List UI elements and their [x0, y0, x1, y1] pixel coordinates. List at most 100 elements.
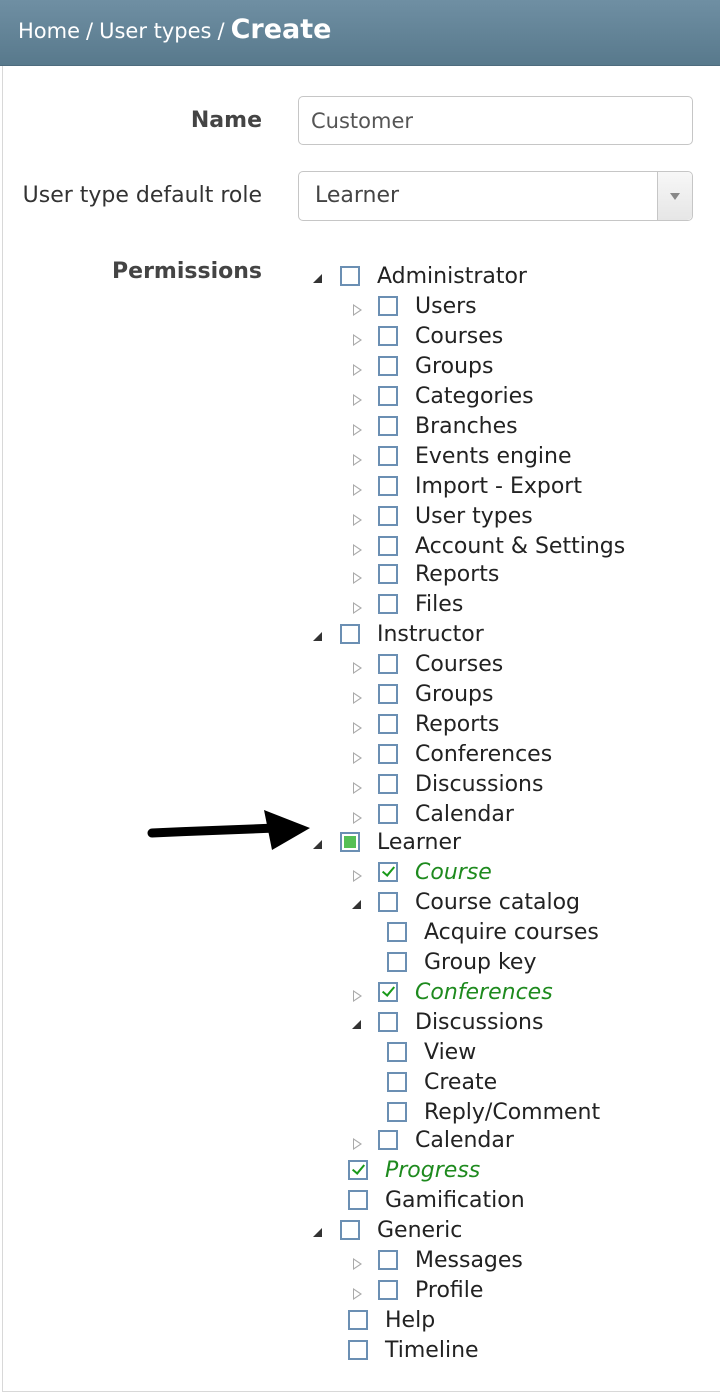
tree-collapsed-toggle-icon[interactable] — [353, 990, 362, 1002]
checkbox-admin-groups[interactable] — [378, 356, 398, 376]
tree-collapsed-toggle-icon[interactable] — [353, 662, 362, 674]
default-role-select[interactable]: Learner — [298, 171, 693, 221]
tree-label-instr-conferences[interactable]: Conferences — [415, 742, 553, 767]
checkbox-instr-conferences[interactable] — [378, 744, 398, 764]
tree-collapsed-toggle-icon[interactable] — [353, 394, 362, 406]
checkbox-instr-groups[interactable] — [378, 684, 398, 704]
checkbox-generic[interactable] — [340, 1220, 360, 1240]
tree-label-learner-discussions[interactable]: Discussions — [415, 1010, 544, 1035]
tree-expanded-toggle-icon[interactable] — [352, 900, 361, 909]
tree-expanded-toggle-icon[interactable] — [313, 632, 322, 641]
tree-label-learner-course-catalog[interactable]: Course catalog — [415, 890, 581, 915]
checkbox-learner-discussions[interactable] — [378, 1012, 398, 1032]
tree-collapsed-toggle-icon[interactable] — [353, 424, 362, 436]
name-input[interactable] — [298, 96, 693, 145]
checkbox-generic-help[interactable] — [348, 1310, 368, 1330]
tree-label-instr-discussions[interactable]: Discussions — [415, 772, 544, 797]
tree-label-instr-groups[interactable]: Groups — [415, 682, 494, 707]
tree-collapsed-toggle-icon[interactable] — [353, 364, 362, 376]
tree-collapsed-toggle-icon[interactable] — [353, 514, 362, 526]
tree-collapsed-toggle-icon[interactable] — [353, 454, 362, 466]
tree-label-learner-conferences[interactable]: Conferences — [415, 980, 553, 1005]
tree-label-admin-import-export[interactable]: Import - Export — [415, 474, 582, 499]
tree-label-admin-categories[interactable]: Categories — [415, 384, 534, 409]
checkbox-admin-user-types[interactable] — [378, 506, 398, 526]
tree-expanded-toggle-icon[interactable] — [313, 274, 322, 283]
checkbox-admin-categories[interactable] — [378, 386, 398, 406]
tree-label-generic-timeline[interactable]: Timeline — [385, 1338, 479, 1363]
tree-collapsed-toggle-icon[interactable] — [353, 602, 362, 614]
checkbox-generic-messages[interactable] — [378, 1250, 398, 1270]
tree-label-learner-view[interactable]: View — [424, 1040, 477, 1065]
checkbox-admin-files[interactable] — [378, 594, 398, 614]
checkbox-generic-timeline[interactable] — [348, 1340, 368, 1360]
tree-collapsed-toggle-icon[interactable] — [353, 1138, 362, 1150]
checkbox-instr-calendar[interactable] — [378, 804, 398, 824]
checkbox-admin-courses[interactable] — [378, 326, 398, 346]
checkbox-learner-create[interactable] — [387, 1072, 407, 1092]
tree-collapsed-toggle-icon[interactable] — [353, 484, 362, 496]
tree-label-admin-groups[interactable]: Groups — [415, 354, 494, 379]
checkbox-learner-conferences[interactable] — [378, 982, 398, 1002]
breadcrumb-home-link[interactable]: Home — [18, 19, 81, 43]
tree-collapsed-toggle-icon[interactable] — [353, 1288, 362, 1300]
tree-collapsed-toggle-icon[interactable] — [353, 304, 362, 316]
tree-collapsed-toggle-icon[interactable] — [353, 752, 362, 764]
checkbox-learner-calendar[interactable] — [378, 1130, 398, 1150]
checkbox-learner-acquire-courses[interactable] — [387, 922, 407, 942]
tree-collapsed-toggle-icon[interactable] — [353, 870, 362, 882]
tree-collapsed-toggle-icon[interactable] — [353, 722, 362, 734]
checkbox-generic-profile[interactable] — [378, 1280, 398, 1300]
tree-collapsed-toggle-icon[interactable] — [353, 544, 362, 556]
checkbox-learner-reply-comment[interactable] — [387, 1102, 407, 1122]
tree-collapsed-toggle-icon[interactable] — [353, 572, 362, 584]
checkbox-admin-reports[interactable] — [378, 564, 398, 584]
tree-label-learner-group-key[interactable]: Group key — [424, 950, 537, 975]
tree-label-learner-course[interactable]: Course — [415, 860, 492, 885]
tree-label-instr-courses[interactable]: Courses — [415, 652, 504, 677]
tree-label-admin-user-types[interactable]: User types — [415, 504, 533, 529]
tree-label-generic-messages[interactable]: Messages — [415, 1248, 523, 1273]
tree-label-instructor[interactable]: Instructor — [377, 622, 484, 647]
tree-label-learner-gamification[interactable]: Gamification — [385, 1188, 525, 1213]
checkbox-administrator[interactable] — [340, 266, 360, 286]
tree-label-admin-account-settings[interactable]: Account & Settings — [415, 534, 626, 559]
tree-label-admin-users[interactable]: Users — [415, 294, 477, 319]
tree-label-admin-reports[interactable]: Reports — [415, 562, 500, 587]
tree-expanded-toggle-icon[interactable] — [313, 840, 322, 849]
checkbox-learner-progress[interactable] — [348, 1160, 368, 1180]
tree-collapsed-toggle-icon[interactable] — [353, 782, 362, 794]
checkbox-learner-group-key[interactable] — [387, 952, 407, 972]
tree-collapsed-toggle-icon[interactable] — [353, 812, 362, 824]
tree-label-generic-help[interactable]: Help — [385, 1308, 436, 1333]
tree-label-learner-calendar[interactable]: Calendar — [415, 1128, 514, 1153]
tree-collapsed-toggle-icon[interactable] — [353, 334, 362, 346]
checkbox-admin-branches[interactable] — [378, 416, 398, 436]
tree-label-learner-progress[interactable]: Progress — [385, 1158, 481, 1183]
checkbox-admin-users[interactable] — [378, 296, 398, 316]
tree-collapsed-toggle-icon[interactable] — [353, 1258, 362, 1270]
checkbox-learner-course-catalog[interactable] — [378, 892, 398, 912]
tree-label-learner-reply-comment[interactable]: Reply/Comment — [424, 1100, 601, 1125]
tree-label-generic[interactable]: Generic — [377, 1218, 463, 1243]
checkbox-admin-events-engine[interactable] — [378, 446, 398, 466]
tree-label-admin-courses[interactable]: Courses — [415, 324, 504, 349]
tree-label-admin-files[interactable]: Files — [415, 592, 464, 617]
tree-label-administrator[interactable]: Administrator — [377, 264, 527, 289]
tree-expanded-toggle-icon[interactable] — [352, 1020, 361, 1029]
checkbox-instr-reports[interactable] — [378, 714, 398, 734]
checkbox-admin-import-export[interactable] — [378, 476, 398, 496]
checkbox-instr-courses[interactable] — [378, 654, 398, 674]
breadcrumb-user-types-link[interactable]: User types — [99, 19, 212, 43]
tree-label-admin-branches[interactable]: Branches — [415, 414, 518, 439]
tree-label-admin-events-engine[interactable]: Events engine — [415, 444, 572, 469]
tree-label-learner-create[interactable]: Create — [424, 1070, 498, 1095]
tree-label-generic-profile[interactable]: Profile — [415, 1278, 484, 1303]
tree-collapsed-toggle-icon[interactable] — [353, 692, 362, 704]
checkbox-admin-account-settings[interactable] — [378, 536, 398, 556]
default-role-dropdown-button[interactable] — [657, 172, 692, 220]
tree-label-instr-calendar[interactable]: Calendar — [415, 802, 514, 827]
checkbox-learner-gamification[interactable] — [348, 1190, 368, 1210]
checkbox-instructor[interactable] — [340, 624, 360, 644]
checkbox-learner-course[interactable] — [378, 862, 398, 882]
